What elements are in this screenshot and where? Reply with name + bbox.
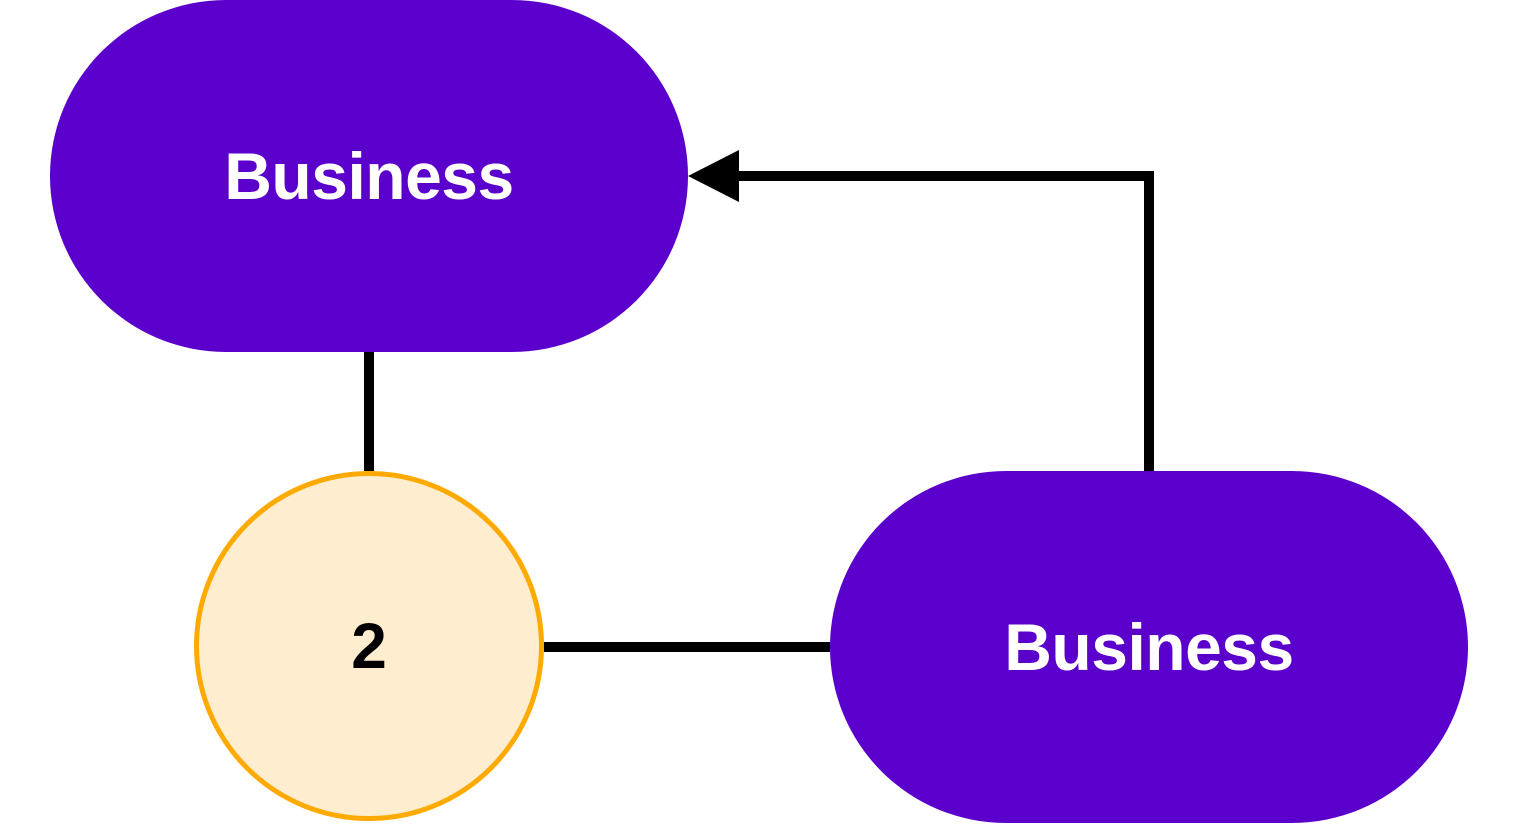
business-node-bottom[interactable]: Business: [830, 471, 1468, 823]
business-node-bottom-label: Business: [1004, 610, 1294, 684]
connector-bottom-to-top: [735, 171, 1154, 471]
business-node-top[interactable]: Business: [50, 0, 688, 352]
business-node-top-label: Business: [224, 139, 514, 213]
step-circle-node[interactable]: 2: [194, 471, 544, 821]
arrowhead-icon: [688, 150, 739, 202]
step-circle-label: 2: [351, 610, 387, 682]
